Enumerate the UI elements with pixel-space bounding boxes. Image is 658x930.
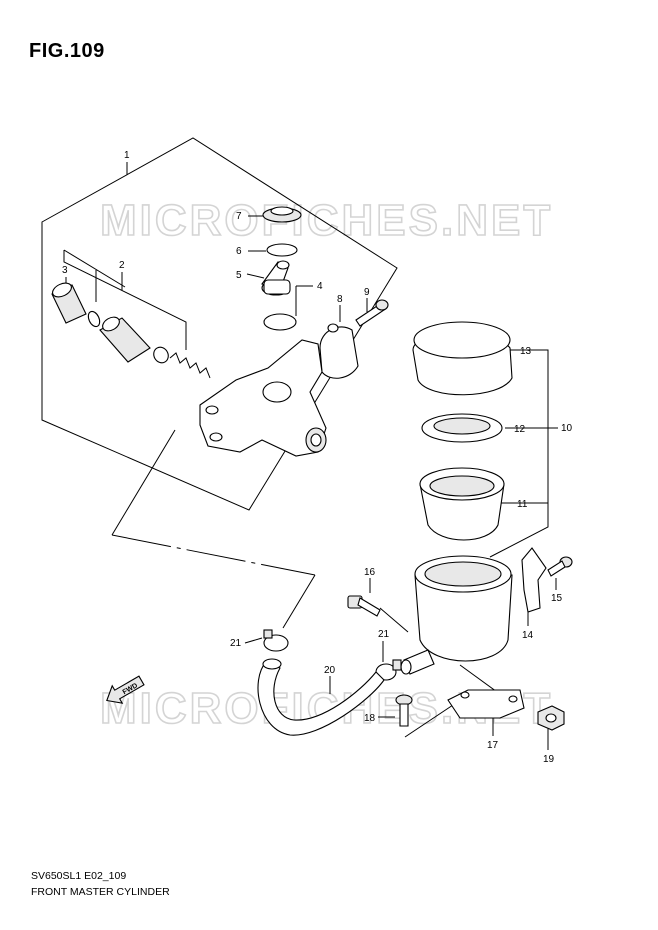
part-13-reservoir-cap [412, 321, 513, 396]
callout-7: 7 [236, 211, 242, 222]
leader-2 [63, 250, 187, 350]
figure-name: FRONT MASTER CYLINDER [31, 886, 170, 898]
callout-21-left: 21 [230, 638, 242, 649]
callout-15: 15 [551, 593, 563, 604]
part-4-o-ring [263, 313, 297, 331]
leader-5 [246, 273, 265, 279]
part-9-screw [355, 299, 389, 327]
part-2-piston-spring [99, 316, 211, 379]
figure-code: SV650SL1 E02_109 [31, 870, 127, 882]
callout-2: 2 [119, 260, 125, 271]
callout-20: 20 [324, 665, 336, 676]
leader-reservoir-outlet [379, 607, 409, 633]
leader-10-bracket [489, 349, 549, 558]
part-14-clip [521, 547, 547, 613]
callout-16: 16 [364, 567, 376, 578]
callout-14: 14 [522, 630, 534, 641]
leader-hose-link [282, 574, 316, 629]
leader-box-lower [111, 429, 176, 536]
callout-9: 9 [364, 287, 370, 298]
watermark-top: MICROFICHES.NET [100, 196, 553, 245]
callout-6: 6 [236, 246, 242, 257]
reservoir-body [400, 555, 513, 675]
callout-1: 1 [124, 150, 130, 161]
callout-11: 11 [517, 499, 528, 510]
callout-10: 10 [561, 423, 573, 434]
part-6-circlip [266, 243, 298, 257]
part-3-cup [51, 282, 101, 328]
part-18-bolt [395, 694, 413, 727]
part-11-diaphragm [419, 467, 505, 541]
callout-21-right: 21 [378, 629, 390, 640]
forward-arrow-icon: FWD [106, 675, 145, 704]
callout-12: 12 [514, 424, 526, 435]
part-7-boot [262, 206, 302, 223]
part-19-nut [537, 705, 565, 731]
part-5-joint [261, 260, 291, 296]
leader-21a [244, 637, 263, 644]
part-8-clamp [319, 323, 359, 379]
leader-3 [63, 249, 126, 288]
part-16-bolt [347, 595, 381, 617]
callout-19: 19 [543, 754, 555, 765]
assembly-dashed-line [111, 534, 316, 576]
part-12-plate [421, 413, 503, 443]
part-17-bracket [447, 689, 525, 719]
callout-17: 17 [487, 740, 499, 751]
callout-8: 8 [337, 294, 343, 305]
assembly-outline [41, 137, 398, 511]
part-20-hose [257, 658, 385, 736]
part-15-screw [547, 556, 573, 577]
callout-18: 18 [364, 713, 376, 724]
part-21-clamp-right [375, 659, 402, 681]
part-21-clamp-left [263, 629, 289, 652]
figure-title: FIG.109 [29, 40, 105, 62]
callout-4: 4 [317, 281, 323, 292]
callout-13: 13 [520, 346, 532, 357]
callout-3: 3 [62, 265, 68, 276]
master-cylinder-body [199, 339, 327, 457]
callout-5: 5 [236, 270, 242, 281]
